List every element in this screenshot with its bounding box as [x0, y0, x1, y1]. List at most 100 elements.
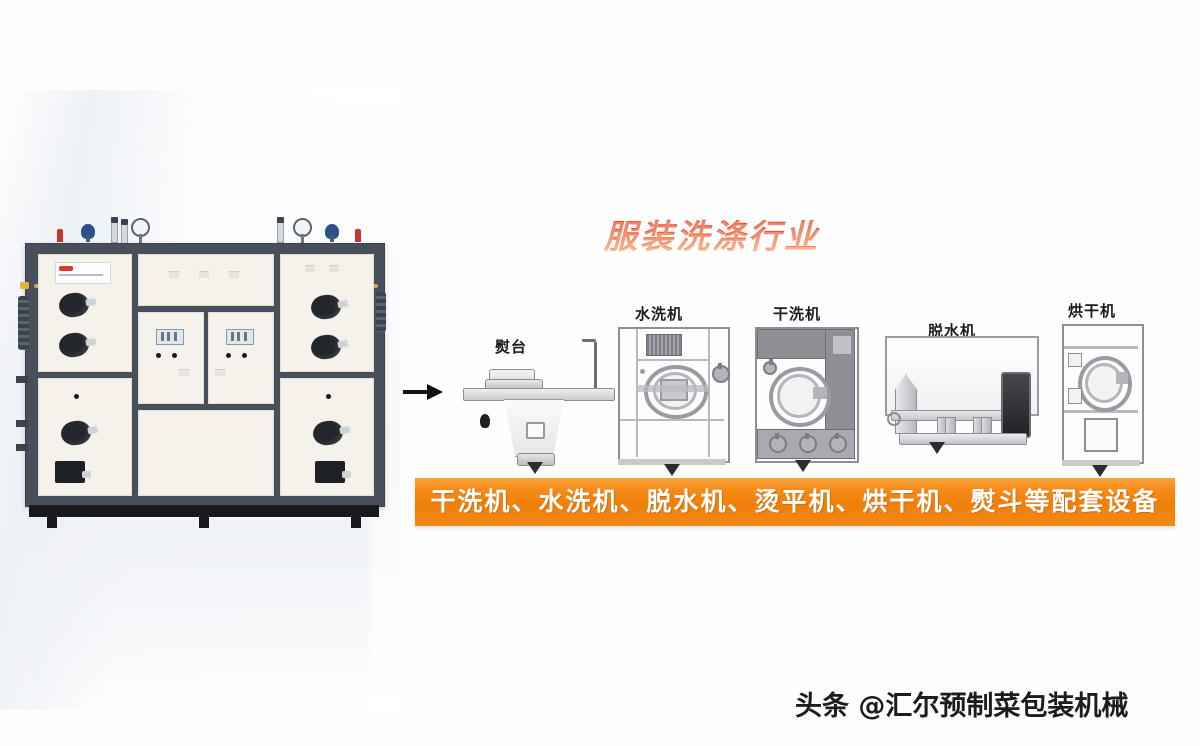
dryer-top-seam: [1064, 346, 1138, 349]
arrow-head: [427, 384, 443, 400]
washer-base: [618, 459, 726, 465]
washer-seam-lower: [620, 419, 724, 421]
control-cabinet-left[interactable]: [138, 312, 204, 404]
yellow-fitting-icon: [20, 282, 29, 289]
washer-seam-left: [636, 329, 638, 457]
steam-inlet-nozzle-icon: [527, 462, 543, 474]
equipment-dehydrator: 脱水机: [885, 320, 1041, 478]
dry-cleaner-knob[interactable]: [829, 433, 847, 453]
ironing-table-window: [526, 422, 545, 439]
control-cabinet-right[interactable]: [208, 312, 274, 404]
watermark-text: 头条 @汇尔预制菜包装机械: [795, 691, 1129, 722]
dehydrator-control-box[interactable]: [1001, 372, 1031, 438]
equipment-washing-machine: 水洗机: [618, 303, 730, 478]
panel-marking: [169, 271, 179, 278]
steam-inlet-nozzle-icon: [795, 460, 811, 472]
ironing-table-iron-rest: [480, 414, 490, 428]
washer-door-bar: [638, 385, 708, 392]
studio-floor-shadow: [30, 520, 370, 710]
control-display-left: [156, 329, 184, 345]
dryer-base: [1062, 460, 1140, 466]
page-title: 服装洗涤行业: [604, 214, 854, 260]
boiler-panel-top-right: [280, 254, 374, 372]
equipment-label-dryer: 烘干机: [1068, 302, 1117, 320]
panel-marking: [229, 271, 239, 278]
washer-latch-icon[interactable]: [712, 363, 730, 383]
red-valve-icon: [355, 229, 361, 242]
equipment-ironing-table: 熨台: [463, 336, 615, 478]
burner-knob: [57, 331, 91, 359]
control-display-right: [226, 329, 254, 345]
boiler-panel-bottom-left: [38, 378, 132, 496]
indicator-dot: [156, 353, 161, 358]
panel-marking: [215, 369, 225, 376]
burner-knob: [57, 291, 91, 319]
steam-inlet-nozzle-icon: [1092, 465, 1108, 477]
dry-cleaner-latch-icon[interactable]: [763, 359, 777, 375]
spec-label-sticker: [55, 262, 111, 284]
side-bracket: [16, 444, 28, 451]
panel-marking: [305, 265, 315, 272]
indicator-dot: [226, 353, 231, 358]
side-heat-coil: [18, 296, 29, 350]
steam-generator-photo: [16, 217, 386, 528]
washer-seam-mid: [638, 359, 708, 361]
dryer-lower-vent: [1068, 388, 1082, 404]
pressure-stem-icon: [121, 219, 128, 245]
boiler-foot: [199, 517, 209, 528]
boiler-panel-top-left: [38, 254, 132, 372]
dryer-lint-panel[interactable]: [1084, 418, 1118, 452]
indicator-dot: [172, 353, 177, 358]
pressure-gauge-icon: [131, 218, 150, 243]
steam-inlet-nozzle-icon: [664, 464, 680, 476]
equipment-label-dry-cleaning-machine: 干洗机: [773, 305, 822, 323]
burner-knob: [311, 419, 345, 447]
dry-cleaner-door-arm: [813, 387, 827, 399]
washing-machine-body: [618, 327, 730, 463]
burner-module: [55, 461, 91, 483]
dryer-door-arm: [1116, 372, 1128, 384]
equipment-dry-cleaning-machine: 干洗机: [755, 303, 867, 478]
equipment-label-ironing-table: 熨台: [495, 338, 528, 356]
boiler-base-rail: [29, 505, 379, 517]
boiler-foot: [351, 517, 361, 528]
indicator-dot: [326, 394, 331, 399]
blue-valve-icon: [325, 224, 339, 242]
washer-control-panel[interactable]: [646, 334, 682, 356]
boiler-frame: [16, 243, 386, 507]
dehydrator-base-rail: [899, 433, 1027, 445]
panel-marking: [199, 271, 209, 278]
arrow-shaft: [403, 390, 429, 394]
dry-cleaner-knob[interactable]: [799, 433, 817, 453]
dryer-upper-vent: [1068, 353, 1082, 367]
indicator-dot: [74, 394, 79, 399]
side-bracket: [16, 376, 28, 383]
equipment-summary-text: 干洗机、水洗机、脱水机、烫平机、烘干机、熨斗等配套设备: [430, 487, 1160, 516]
dry-cleaner-knob[interactable]: [769, 433, 787, 453]
boiler-panel-bottom-right: [280, 378, 374, 496]
pressure-stem-icon: [277, 217, 284, 243]
burner-knob: [309, 293, 343, 321]
equipment-label-dehydrator: 脱水机: [928, 322, 977, 340]
indicator-dot: [242, 353, 247, 358]
side-bracket: [16, 420, 28, 427]
dry-cleaner-vent-window: [831, 334, 853, 356]
process-flow-arrow-icon: [403, 384, 443, 400]
blue-valve-icon: [81, 224, 95, 242]
equipment-summary-banner: 干洗机、水洗机、脱水机、烫平机、烘干机、熨斗等配套设备: [415, 478, 1175, 526]
burner-knob: [309, 333, 343, 361]
burner-knob: [59, 419, 93, 447]
pressure-gauge-icon: [293, 218, 312, 243]
side-heat-coil: [376, 292, 386, 332]
dryer-body: [1062, 324, 1144, 464]
panel-marking: [329, 265, 339, 272]
pressure-stem-icon: [111, 217, 118, 243]
dry-cleaner-body: [755, 327, 859, 463]
boiler-upper-center-panel: [138, 254, 274, 306]
dehydrator-ring-fitting: [887, 412, 901, 426]
panel-marking: [179, 369, 189, 376]
ironing-table-arm: [582, 339, 597, 390]
burner-module: [315, 461, 351, 483]
steam-inlet-nozzle-icon: [929, 442, 945, 454]
